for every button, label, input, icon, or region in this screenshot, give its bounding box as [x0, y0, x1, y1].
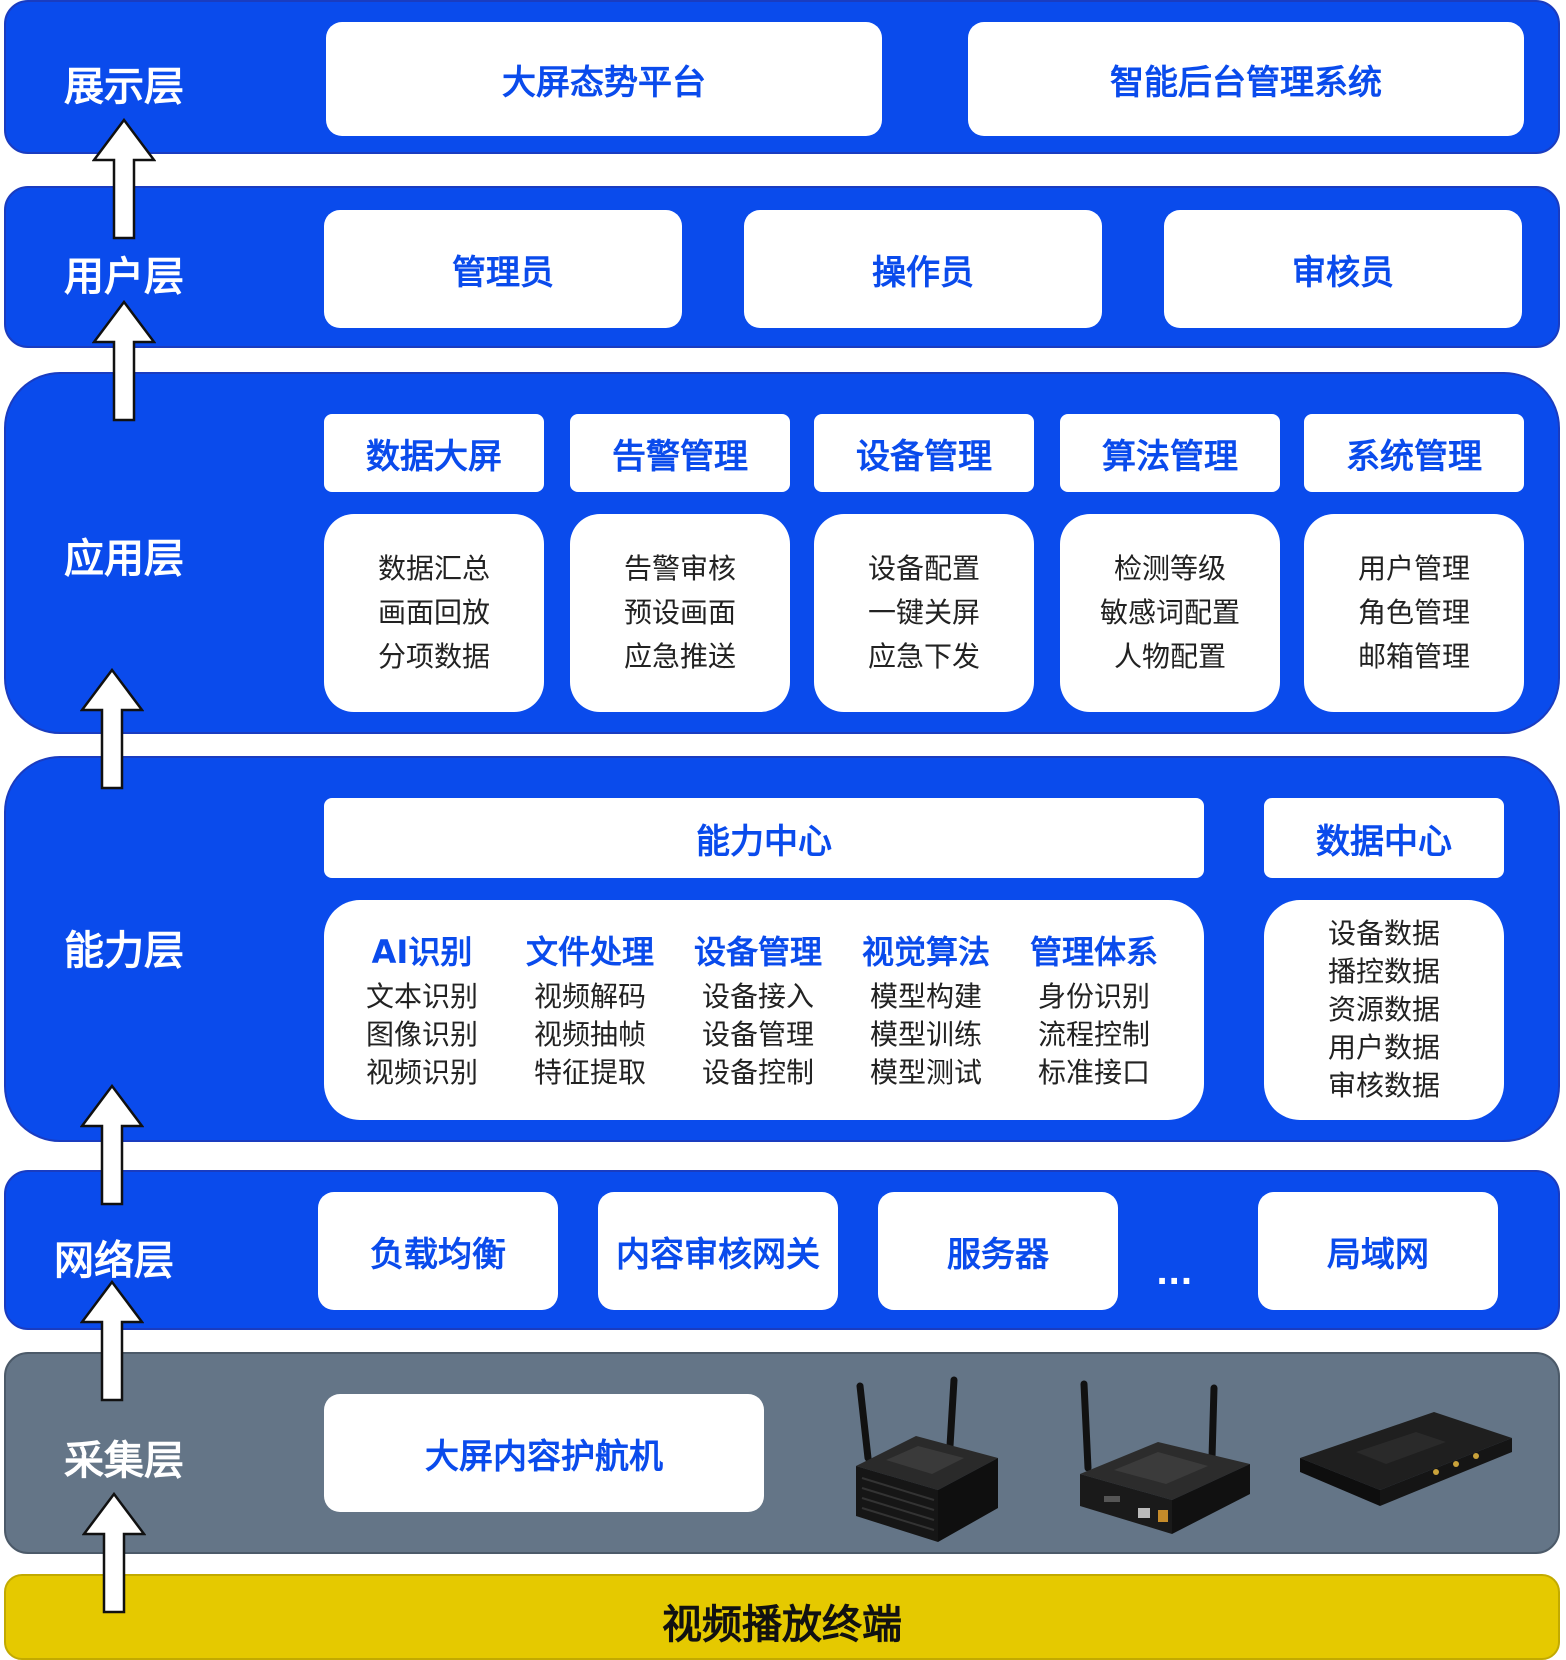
arrow-up-icon: [80, 1084, 144, 1206]
ability-group-device: 设备管理 设备接入 设备管理 设备控制: [683, 926, 833, 1092]
ability-item: 身份识别: [1037, 980, 1150, 1013]
ability-item: 流程控制: [1037, 1018, 1150, 1051]
data-center-card: 设备数据 播控数据 资源数据 用户数据 审核数据: [1264, 900, 1504, 1120]
data-center-item: 资源数据: [1327, 993, 1440, 1026]
app-module-title-data-screen: 数据大屏: [324, 414, 544, 492]
network-item-lan: 局域网: [1258, 1192, 1498, 1310]
user-item-auditor: 审核员: [1164, 210, 1522, 328]
data-center-item: 设备数据: [1327, 917, 1440, 950]
network-layer-label: 网络层: [54, 1238, 174, 1284]
ability-item: 标准接口: [1037, 1056, 1150, 1089]
app-module-card-device: 设备配置 一键关屏 应急下发: [814, 514, 1034, 712]
data-center-item: 播控数据: [1327, 955, 1440, 988]
network-item-audit-gateway: 内容审核网关: [598, 1192, 838, 1310]
display-item-admin-system: 智能后台管理系统: [968, 22, 1524, 136]
ability-item: 模型训练: [869, 1018, 982, 1051]
ability-center-card: AI识别 文本识别 图像识别 视频识别 文件处理 视频解码 视频抽帧 特征提取 …: [324, 900, 1204, 1120]
app-item: 数据汇总: [377, 552, 490, 585]
ability-item: 文本识别: [365, 980, 478, 1013]
collect-layer: 采集层 大屏内容护航机: [4, 1352, 1560, 1554]
user-layer-label: 用户层: [64, 254, 184, 300]
user-item-operator: 操作员: [744, 210, 1102, 328]
network-layer: 网络层 负载均衡 内容审核网关 服务器 ... 局域网: [4, 1170, 1560, 1330]
app-module-title-device: 设备管理: [814, 414, 1034, 492]
app-item: 一键关屏: [867, 596, 980, 629]
app-module-card-alarm: 告警审核 预设画面 应急推送: [570, 514, 790, 712]
app-module-title-system: 系统管理: [1304, 414, 1524, 492]
ability-item: 设备接入: [701, 980, 814, 1013]
ability-group-title: 设备管理: [693, 933, 822, 971]
terminal-layer: 视频播放终端: [4, 1574, 1560, 1660]
ability-item: 视频识别: [365, 1056, 478, 1089]
collect-layer-label: 采集层: [64, 1438, 184, 1484]
app-item: 画面回放: [377, 596, 490, 629]
user-layer: 用户层 管理员 操作员 审核员: [4, 186, 1560, 348]
arrow-up-icon: [92, 118, 156, 240]
app-item: 告警审核: [623, 552, 736, 585]
ability-group-title: 文件处理: [525, 933, 654, 971]
network-item-server: 服务器: [878, 1192, 1118, 1310]
arrow-up-icon: [82, 1492, 146, 1614]
arrow-up-icon: [80, 1280, 144, 1402]
collect-device-name: 大屏内容护航机: [324, 1394, 764, 1512]
ability-layer-label: 能力层: [64, 928, 184, 974]
app-item: 应急推送: [623, 640, 736, 673]
ability-group-ai: AI识别 文本识别 图像识别 视频识别: [347, 926, 497, 1092]
display-layer: 展示层 大屏态势平台 智能后台管理系统: [4, 0, 1560, 154]
ability-group-file: 文件处理 视频解码 视频抽帧 特征提取: [515, 926, 665, 1092]
app-item: 检测等级: [1113, 552, 1226, 585]
app-module-card-data-screen: 数据汇总 画面回放 分项数据: [324, 514, 544, 712]
app-item: 应急下发: [867, 640, 980, 673]
ability-group-title: 管理体系: [1029, 933, 1158, 971]
ability-group-title: AI识别: [371, 933, 473, 971]
app-item: 敏感词配置: [1099, 596, 1240, 629]
network-item-load-balance: 负载均衡: [318, 1192, 558, 1310]
ability-layer: 能力层 能力中心 数据中心 AI识别 文本识别 图像识别 视频识别 文件处理 视…: [4, 756, 1560, 1142]
app-item: 角色管理: [1357, 596, 1470, 629]
arrow-up-icon: [80, 668, 144, 790]
app-item: 邮箱管理: [1357, 640, 1470, 673]
app-module-title-alarm: 告警管理: [570, 414, 790, 492]
ability-item: 视频抽帧: [533, 1018, 646, 1051]
app-item: 设备配置: [867, 552, 980, 585]
user-item-admin: 管理员: [324, 210, 682, 328]
data-center-item: 用户数据: [1327, 1031, 1440, 1064]
terminal-label: 视频播放终端: [662, 1602, 902, 1648]
app-item: 人物配置: [1113, 640, 1226, 673]
app-layer-label: 应用层: [64, 536, 184, 582]
arrow-up-icon: [92, 300, 156, 422]
ability-item: 模型测试: [869, 1056, 982, 1089]
player-box-device-icon: [1300, 1412, 1512, 1506]
ability-item: 设备管理: [701, 1018, 814, 1051]
ability-item: 模型构建: [869, 980, 982, 1013]
app-layer: 应用层 数据大屏 告警管理 设备管理 算法管理 系统管理 数据汇总 画面回放 分…: [4, 372, 1560, 734]
network-ellipsis: ...: [1156, 1254, 1193, 1292]
app-item: 分项数据: [377, 640, 490, 673]
ability-item: 特征提取: [533, 1056, 646, 1089]
ability-item: 图像识别: [365, 1018, 478, 1051]
app-item: 用户管理: [1357, 552, 1470, 585]
ability-item: 设备控制: [701, 1056, 814, 1089]
app-module-card-algorithm: 检测等级 敏感词配置 人物配置: [1060, 514, 1280, 712]
ability-item: 视频解码: [533, 980, 646, 1013]
ability-group-management: 管理体系 身份识别 流程控制 标准接口: [1019, 926, 1169, 1092]
app-module-title-algorithm: 算法管理: [1060, 414, 1280, 492]
data-center-item: 审核数据: [1327, 1069, 1440, 1102]
ability-group-vision: 视觉算法 模型构建 模型训练 模型测试: [851, 926, 1001, 1092]
app-item: 预设画面: [623, 596, 736, 629]
gateway-device-icon: [1080, 1380, 1250, 1534]
ability-group-title: 视觉算法: [861, 933, 990, 971]
app-module-card-system: 用户管理 角色管理 邮箱管理: [1304, 514, 1524, 712]
display-layer-label: 展示层: [64, 64, 184, 110]
display-item-dashboard: 大屏态势平台: [326, 22, 882, 136]
data-center-title: 数据中心: [1264, 798, 1504, 878]
router-device-icon: [856, 1376, 998, 1542]
ability-center-title: 能力中心: [324, 798, 1204, 878]
